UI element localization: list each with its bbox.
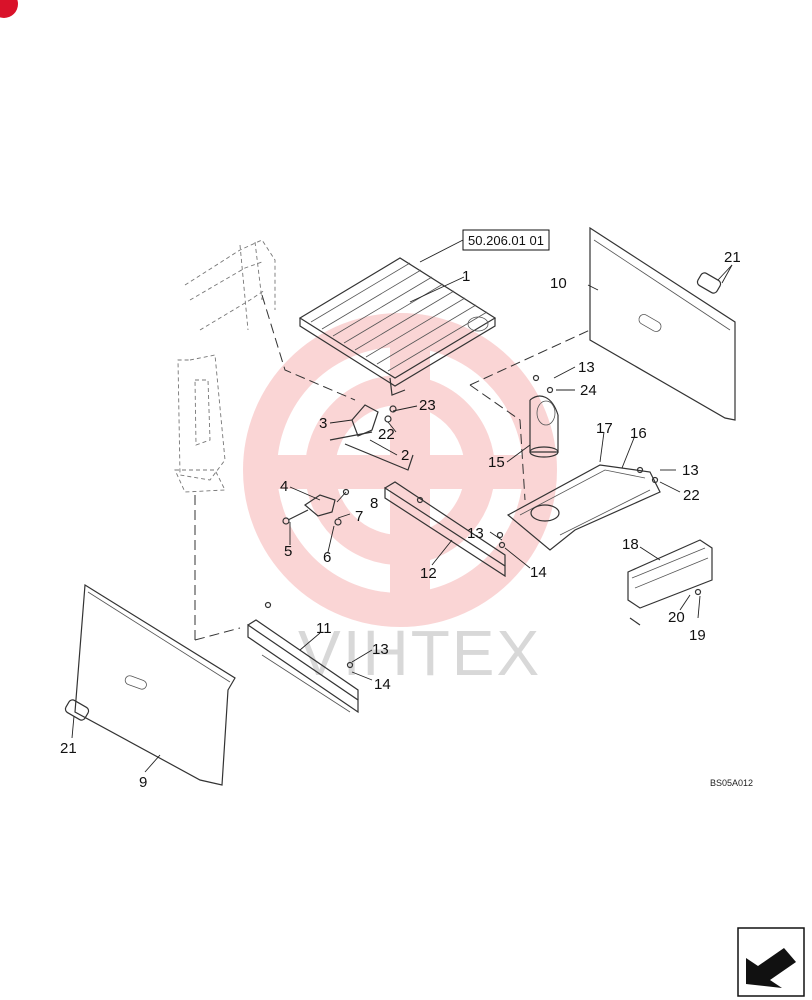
label-5: 5	[284, 543, 292, 560]
corner-badge-icon[interactable]	[0, 0, 18, 18]
label-11: 11	[316, 620, 332, 637]
label-24: 24	[580, 382, 597, 399]
label-23: 23	[419, 397, 436, 414]
fasteners-exhaust	[498, 374, 659, 549]
part-15-exhaust-pipe	[529, 395, 559, 458]
watermark-logo	[243, 313, 557, 627]
label-3: 3	[319, 415, 327, 432]
label-13a: 13	[578, 359, 595, 376]
label-1: 1	[462, 268, 470, 285]
label-8: 8	[370, 495, 378, 512]
label-22a: 22	[378, 426, 395, 443]
part-2-rod	[344, 443, 414, 471]
part-11-support-channel	[247, 601, 359, 714]
label-6: 6	[323, 549, 331, 566]
label-7: 7	[355, 508, 363, 525]
label-4: 4	[280, 478, 288, 495]
part-18-bracket-cover	[627, 539, 713, 626]
label-14a: 14	[530, 564, 547, 581]
machine-frame-ghost	[174, 239, 276, 493]
label-13d: 13	[372, 641, 389, 658]
label-17: 17	[596, 420, 613, 437]
next-page-arrow-icon[interactable]	[737, 927, 805, 997]
part-9-front-panel	[74, 583, 236, 786]
label-16: 16	[630, 425, 647, 442]
assembly-lines	[194, 294, 591, 641]
svg-text:50.206.01 01: 50.206.01 01	[468, 233, 544, 248]
drawing-code: BS05A012	[710, 778, 753, 788]
label-2: 2	[401, 447, 409, 464]
part-21-grommet-upper	[696, 264, 733, 294]
label-13b: 13	[682, 462, 699, 479]
part-1-grate-panel	[298, 257, 497, 396]
label-21a: 21	[724, 249, 741, 266]
label-19: 19	[689, 627, 706, 644]
label-12: 12	[420, 565, 437, 582]
label-22b: 22	[683, 487, 700, 504]
part-10-rear-panel	[589, 226, 736, 421]
watermark-text: VIHTEX	[298, 617, 541, 689]
label-21b: 21	[60, 740, 77, 757]
part-16-support-plate	[506, 464, 661, 551]
part-labels: 1 2 3 4 5 6 7 8 9 10 11 12 13 13 13 13 1…	[60, 249, 741, 791]
label-15: 15	[488, 454, 505, 471]
part-21-grommet-lower	[64, 699, 90, 721]
reference-box[interactable]: 50.206.01 01	[419, 229, 550, 263]
leader-lines	[71, 264, 733, 773]
part-12-support-channel	[384, 481, 506, 578]
label-13c: 13	[467, 525, 484, 542]
label-9: 9	[139, 774, 147, 791]
label-20: 20	[668, 609, 685, 626]
label-14b: 14	[374, 676, 391, 693]
part-4-latch	[282, 488, 350, 526]
label-10: 10	[550, 275, 567, 292]
label-18: 18	[622, 536, 639, 553]
